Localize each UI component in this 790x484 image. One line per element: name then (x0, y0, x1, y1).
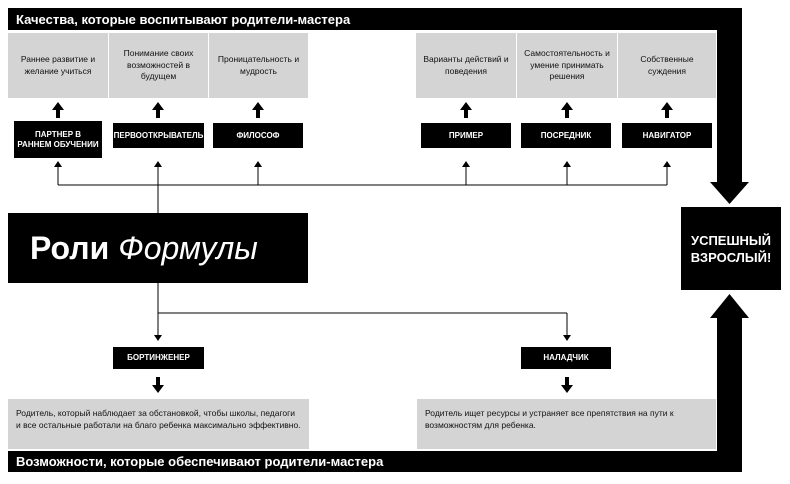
bottom-band-label: Возможности, которые обеспечивают родите… (16, 454, 384, 469)
role-early-learning-partner: ПАРТНЕР В РАННЕМ ОБУЧЕНИИ (14, 121, 102, 158)
quality-box-own-judgments: Собственные суждения (618, 33, 716, 98)
top-band-label: Качества, которые воспитывают родители-м… (16, 11, 351, 27)
quality-box-independence: Самостоятельность и умение принимать реш… (517, 33, 617, 98)
formula-title: Роли Формулы (8, 213, 308, 283)
role-adjuster: НАЛАДЧИК (521, 347, 611, 369)
result-label: УСПЕШНЫЙ ВЗРОСЛЫЙ! (690, 232, 772, 265)
quality-box-early-development: Раннее развитие и желание учиться (8, 33, 108, 98)
role-flight-engineer: БОРТИНЖЕНЕР (113, 347, 204, 369)
role-navigator: НАВИГАТОР (622, 123, 712, 148)
successful-adult-box: УСПЕШНЫЙ ВЗРОСЛЫЙ! (681, 207, 781, 290)
title-bold-word: Роли (30, 229, 110, 266)
role-philosopher: ФИЛОСОФ (213, 123, 303, 148)
bottom-band: Возможности, которые обеспечивают родите… (8, 451, 742, 472)
top-band: Качества, которые воспитывают родители-м… (8, 8, 742, 30)
quality-box-future-potential: Понимание своих возможностей в будущем (109, 33, 208, 98)
description-flight-engineer: Родитель, который наблюдает за обстановк… (8, 399, 309, 449)
title-italic-word: Формулы (118, 229, 258, 266)
role-mediator: ПОСРЕДНИК (521, 123, 611, 148)
description-adjuster: Родитель ищет ресурсы и устраняет все пр… (417, 399, 716, 449)
quality-box-wisdom: Проницательность и мудрость (209, 33, 308, 98)
quality-box-behavior-options: Варианты действий и поведения (416, 33, 516, 98)
role-pioneer: ПЕРВООТКРЫВАТЕЛЬ (113, 123, 204, 148)
role-example: ПРИМЕР (421, 123, 511, 148)
